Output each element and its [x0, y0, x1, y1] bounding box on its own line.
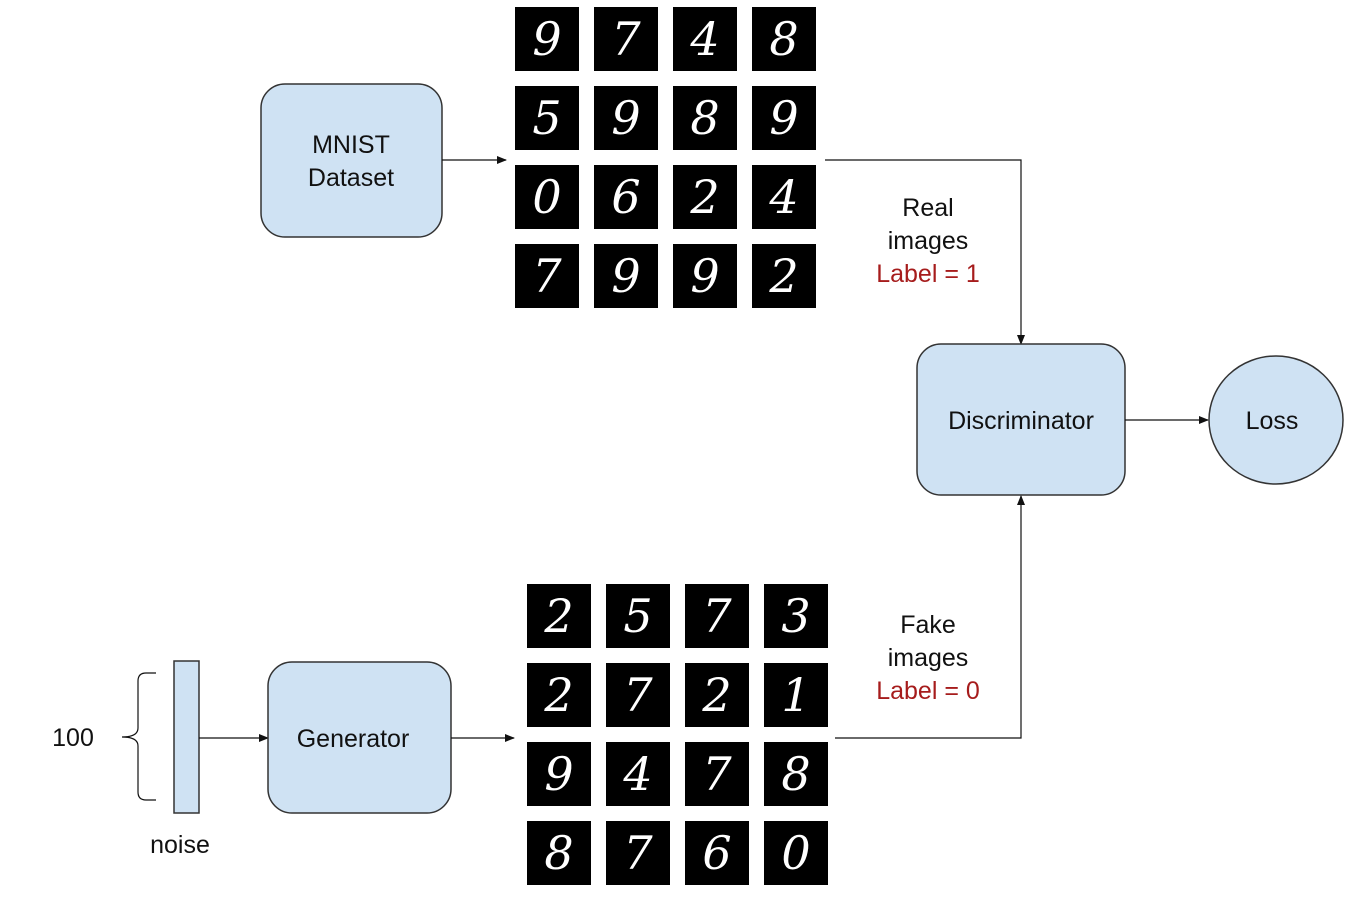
fake-label-line2: images	[888, 644, 969, 672]
fake-image-tile	[606, 821, 670, 885]
real-digit: 7	[532, 249, 562, 303]
real-image-tile	[594, 165, 658, 229]
generator-box: Generator	[267, 661, 452, 814]
fake-image-tile	[685, 821, 749, 885]
real-digit: 7	[611, 12, 641, 66]
noise-bracket	[121, 672, 156, 801]
generator-label: Generator	[297, 725, 410, 753]
arrow-real-to-discriminator	[825, 159, 1025, 345]
real-digit: 9	[690, 249, 719, 303]
fake-digit: 7	[623, 668, 653, 722]
real-image-tile	[515, 244, 579, 308]
fake-digit: 7	[623, 826, 653, 880]
fake-digit: 1	[781, 668, 810, 722]
real-digit: 4	[689, 12, 719, 66]
fake-digit: 9	[544, 747, 573, 801]
fake-label-line1: Fake	[900, 611, 956, 639]
real-digit: 6	[611, 170, 640, 224]
fake-digit: 6	[702, 826, 731, 880]
fake-image-tile	[527, 742, 591, 806]
real-digit: 9	[611, 249, 640, 303]
real-label-line1: Real	[902, 194, 953, 222]
fake-digit: 0	[781, 826, 810, 880]
real-image-tile	[673, 165, 737, 229]
mnist-label-line1: MNIST	[312, 131, 390, 159]
loss-label: Loss	[1246, 407, 1299, 435]
fake-digit: 7	[702, 747, 732, 801]
arrow-fake-to-discriminator	[835, 495, 1025, 739]
fake-label-value: Label = 0	[876, 677, 980, 705]
real-image-tile	[515, 7, 579, 71]
fake-digit: 4	[622, 747, 652, 801]
real-digit: 5	[532, 91, 561, 145]
fake-image-tile	[764, 584, 828, 648]
real-digit: 9	[532, 12, 561, 66]
fake-image-tile	[764, 742, 828, 806]
fake-digit: 8	[544, 826, 573, 880]
fake-digit: 2	[701, 668, 731, 722]
discriminator-box: Discriminator	[916, 343, 1126, 496]
real-digit: 4	[768, 170, 798, 224]
fake-digit: 7	[702, 589, 732, 643]
fake-digit: 2	[543, 668, 573, 722]
real-digit: 2	[689, 170, 719, 224]
mnist-dataset-box: MNIST Dataset	[260, 83, 443, 238]
real-digit: 9	[611, 91, 640, 145]
real-digit: 8	[769, 12, 798, 66]
discriminator-label: Discriminator	[948, 407, 1094, 435]
real-image-tile	[752, 244, 816, 308]
real-label-value: Label = 1	[876, 260, 980, 288]
real-image-tile	[594, 244, 658, 308]
real-digit: 9	[769, 91, 798, 145]
mnist-label-line2: Dataset	[308, 164, 394, 192]
real-image-tile	[673, 244, 737, 308]
real-label-line2: images	[888, 227, 969, 255]
fake-image-tile	[764, 821, 828, 885]
fake-image-tile	[685, 663, 749, 727]
noise-vector	[173, 660, 200, 814]
real-image-tile	[594, 7, 658, 71]
fake-image-tile	[764, 663, 828, 727]
fake-image-tile	[606, 584, 670, 648]
real-image-tile	[752, 86, 816, 150]
real-digit: 2	[768, 249, 798, 303]
real-image-tile	[515, 165, 579, 229]
fake-image-tile	[685, 584, 749, 648]
fake-digit: 8	[781, 747, 810, 801]
real-image-tile	[515, 86, 579, 150]
noise-caption: noise	[150, 831, 210, 859]
real-image-tile	[673, 86, 737, 150]
fake-image-tile	[606, 742, 670, 806]
real-image-tile	[752, 7, 816, 71]
noise-size-label: 100	[52, 724, 94, 752]
fake-digit: 5	[623, 589, 652, 643]
real-digit: 0	[532, 170, 561, 224]
real-image-tile	[752, 165, 816, 229]
real-digit: 8	[690, 91, 719, 145]
fake-image-tile	[527, 584, 591, 648]
fake-image-tile	[685, 742, 749, 806]
fake-image-tile	[527, 663, 591, 727]
fake-image-tile	[527, 821, 591, 885]
real-image-tile	[594, 86, 658, 150]
loss-node: Loss	[1208, 355, 1344, 485]
fake-image-tile	[606, 663, 670, 727]
real-image-tile	[673, 7, 737, 71]
fake-digit: 2	[543, 589, 573, 643]
fake-digit: 3	[781, 589, 810, 643]
